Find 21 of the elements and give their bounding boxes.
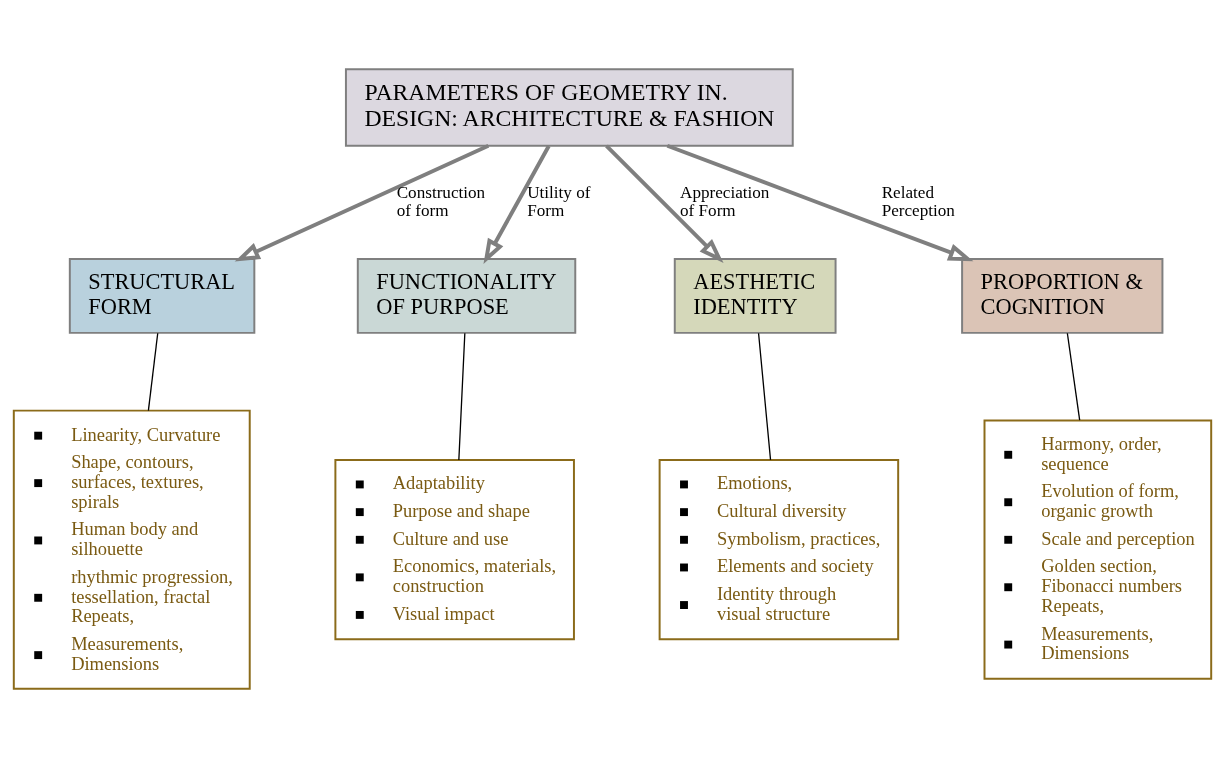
node-box: FUNCTIONALITY OF PURPOSE xyxy=(356,257,577,334)
node-box: PROPORTION & COGNITION xyxy=(961,257,1164,334)
connector xyxy=(1066,332,1081,421)
arrow xyxy=(666,143,974,261)
edge-label: Construction of form xyxy=(396,182,486,220)
connector xyxy=(147,332,159,411)
connector xyxy=(458,332,466,461)
node-box: Harmony, order, sequence Evolution of form, organic growth Scale and perception Golden section, Fibonacci numbers Repeats, Measurements, Dimensions xyxy=(983,419,1213,680)
arrow xyxy=(483,144,551,264)
node-box: AESTHETIC IDENTITY xyxy=(673,257,837,334)
edge-label: Utility of Form xyxy=(527,182,591,220)
node-box: Linearity, Curvature Shape, contours, surfaces, textures, spirals Human body and silhouette rhythmic progression, tessellation, fractal Repeats, Measurements, Dimensions xyxy=(12,409,251,690)
node-box: Adaptability Purpose and shape Culture and use Economics, materials, construction Visual impact xyxy=(334,458,575,640)
node-box: PARAMETERS OF GEOMETRY IN. DESIGN: ARCHITECTURE & FASHION xyxy=(344,67,794,147)
node-box: STRUCTURAL FORM xyxy=(68,257,256,334)
edge-label: Related Perception xyxy=(881,182,955,220)
edge-label: Appreciation of Form xyxy=(680,182,770,220)
node-box: Emotions, Cultural diversity Symbolism, practices, Elements and society Identity through visual structure xyxy=(658,458,900,640)
connector xyxy=(757,332,772,461)
arrow xyxy=(605,144,724,263)
arrow xyxy=(234,143,490,261)
